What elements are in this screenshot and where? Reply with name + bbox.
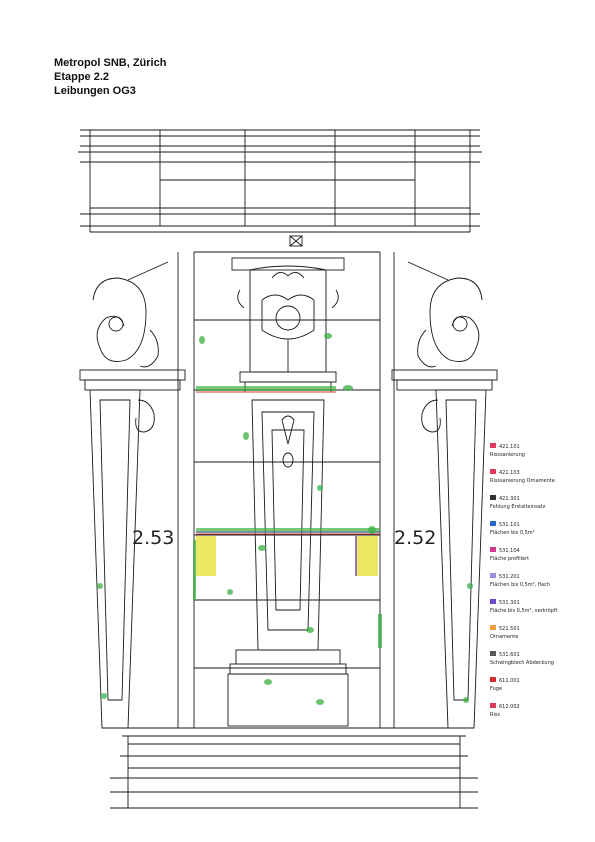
window-label-right: 2.52 [394,527,436,549]
damage-spots [97,333,473,705]
legend-code: 521.501 [499,626,520,632]
legend-swatch [490,599,496,604]
legend-text: Fläche bis 0,5m², verkröpft [490,608,558,614]
legend-code: 531.301 [499,600,520,606]
stage-label: Etappe 2.2 [54,71,110,83]
legend-code: 611.001 [499,678,520,684]
section-label: Leibungen OG3 [54,85,136,97]
legend-code: 531.201 [499,574,520,580]
legend-swatch [490,651,496,656]
legend-text: Risssanierung [490,452,525,458]
legend-text: Flächen bis 0,5m² [490,530,535,536]
legend-text: Ornamente [490,634,518,640]
legend-swatch [490,469,496,474]
legend-swatch [490,443,496,448]
legend-text: Risssanierung Ornamente [490,478,555,484]
document-header: Metropol SNB, Zürich Etappe 2.2 Leibunge… [54,56,166,98]
facade-linework [78,129,498,809]
legend-code: 612.002 [499,704,520,710]
legend-code: 531.101 [499,522,520,528]
legend-swatch [490,547,496,552]
legend-text: Riss [490,712,500,718]
legend-swatch [490,495,496,500]
legend-code: 531.104 [499,548,520,554]
legend-code: 421.101 [499,444,520,450]
legend-swatch [490,677,496,682]
legend-code: 421.301 [499,496,520,502]
legend-text: Schwingblech Abdeckung [490,660,554,666]
project-title: Metropol SNB, Zürich [54,57,167,69]
repair-patches [196,536,378,576]
legend-swatch [490,573,496,578]
window-label-left: 2.53 [132,527,174,549]
legend-swatch [490,521,496,526]
legend-text: Fuge [490,686,502,692]
legend-text: Flächen bis 0,5m², flach [490,582,550,588]
legend-swatch [490,625,496,630]
legend-swatch [490,703,496,708]
legend-text: Fläche profiliert [490,556,529,562]
joint-markings [196,386,380,535]
legend-code: 421.103 [499,470,520,476]
legend-code: 531.601 [499,652,520,658]
legend-text: Fehlung Erstalteinsatz [490,504,546,510]
